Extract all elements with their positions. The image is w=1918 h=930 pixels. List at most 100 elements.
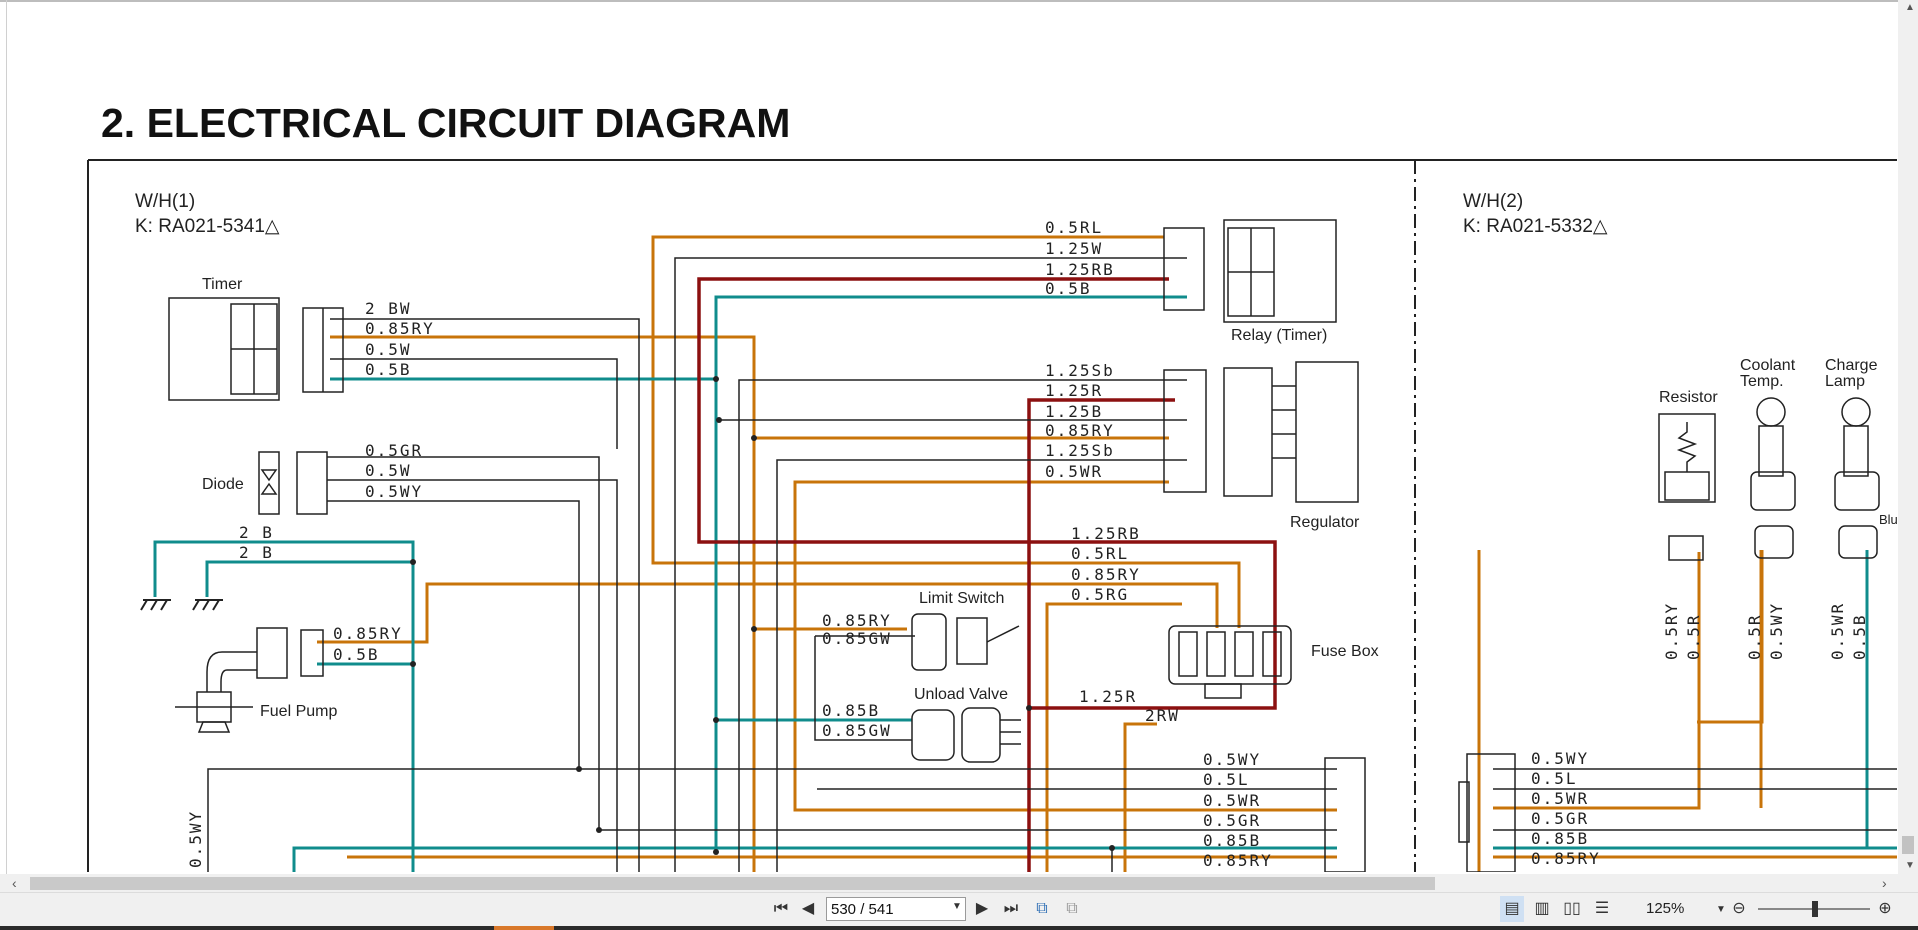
- scroll-right-icon[interactable]: ›: [1882, 875, 1887, 891]
- wire-label: 1.25Sb: [1045, 441, 1115, 460]
- pdf-page: 2. ELECTRICAL CIRCUIT DIAGRAM W/H(1) K: …: [7, 2, 1897, 872]
- zoom-dropdown-icon[interactable]: ▼: [1716, 904, 1726, 915]
- two-page-view-icon[interactable]: ▯▯: [1563, 900, 1581, 917]
- page-number-field[interactable]: 530 / 541: [826, 897, 966, 921]
- charge-lamp-component: [1834, 397, 1880, 559]
- fuse-box-component: [1168, 625, 1292, 699]
- taskbar-accent: [494, 926, 554, 930]
- wire-label: 0.85RY: [1531, 849, 1601, 868]
- wire-label: 0.5W: [365, 340, 412, 359]
- next-page-icon[interactable]: ▶: [975, 900, 989, 917]
- wire-black-sb: [738, 379, 1187, 872]
- scroll-up-icon[interactable]: ▲: [1905, 2, 1915, 13]
- wire-label: 2 B: [239, 543, 274, 562]
- viewer-left-border: [6, 0, 7, 874]
- wire-cyan-bottom: [292, 846, 1337, 872]
- wire-label: 0.5B: [365, 360, 412, 379]
- wire-orange-2rw: [1123, 722, 1157, 872]
- continuous-view-icon[interactable]: ▥: [1534, 900, 1550, 917]
- diode-component: [258, 451, 328, 515]
- wire-label: 0.85B: [822, 701, 880, 720]
- last-page-icon[interactable]: ⏭: [1003, 900, 1019, 917]
- wire-label: 0.5WY: [1767, 602, 1786, 660]
- scroll-left-icon[interactable]: ‹: [12, 875, 17, 891]
- wire-label: 1.25Sb: [1045, 361, 1115, 380]
- wire-label: 1.25B: [1045, 402, 1103, 421]
- fuse-box-wire-labels: 1.25RB 0.5RL 0.85RY 0.5RG: [1071, 524, 1141, 604]
- wire-label: 2 B: [239, 523, 274, 542]
- two-page-continuous-icon[interactable]: ☰: [1594, 900, 1610, 917]
- previous-page-icon[interactable]: ◀: [801, 900, 815, 917]
- scroll-down-icon[interactable]: ▼: [1905, 860, 1915, 871]
- document-viewport: 2. ELECTRICAL CIRCUIT DIAGRAM W/H(1) K: …: [0, 0, 1918, 874]
- wire-black-diode-wy: [327, 500, 580, 769]
- wire-label: 0.5RY: [1662, 602, 1681, 660]
- single-page-view-icon[interactable]: ▤: [1500, 896, 1524, 922]
- wire-label: 0.5W: [365, 461, 412, 480]
- wire-label: 0.5WY: [365, 482, 423, 501]
- wire-label: 0.85B: [1531, 829, 1589, 848]
- wire-cyan-relay-b: [714, 295, 1187, 852]
- wire-orange-charge: [1493, 552, 1701, 810]
- fuse-bottom-wire-labels: 1.25R 2RW: [1079, 687, 1178, 725]
- wire-orange-fuelpump: [317, 582, 1219, 644]
- fuel-pump-component: [175, 627, 324, 733]
- wire-orange-relay: [651, 235, 1241, 628]
- rotate-page-icon[interactable]: ⧉: [1036, 900, 1048, 917]
- vertical-scrollbar[interactable]: [1898, 0, 1918, 874]
- relay-timer-component: [1163, 219, 1337, 323]
- limit-switch-label: Limit Switch: [919, 590, 1004, 607]
- wire-label: 0.85RY: [1045, 421, 1115, 440]
- wire-label: 0.5L: [1203, 770, 1250, 789]
- circuit-diagram: W/H(1) K: RA021-5341△ W/H(2) K: RA021-53…: [87, 159, 1897, 872]
- zoom-level[interactable]: 125%: [1646, 900, 1685, 917]
- left-vertical-label: 0.5WY: [186, 810, 205, 868]
- wire-label: 0.5WR: [1828, 602, 1847, 660]
- charge-label-1: Charge: [1825, 357, 1878, 374]
- page-dropdown-icon[interactable]: ▼: [952, 901, 962, 912]
- bottom-connector-wire-labels: 0.5WY 0.5L 0.5WR 0.5GR 0.85B 0.85RY: [1203, 750, 1273, 870]
- wire-black-unload-gw: [814, 636, 912, 741]
- wire-label: 0.5B: [1045, 279, 1092, 298]
- zoom-in-icon[interactable]: ⊕: [1878, 900, 1892, 917]
- charge-label-2: Lamp: [1825, 373, 1865, 390]
- viewer-top-border: [0, 0, 1918, 2]
- zoom-out-icon[interactable]: ⊖: [1732, 900, 1746, 917]
- fuel-pump-label: Fuel Pump: [260, 703, 337, 720]
- wire-label: 0.85RY: [822, 611, 892, 630]
- wire-label: 1.25RB: [1071, 524, 1141, 543]
- wire-label: 0.85GW: [822, 721, 892, 740]
- relay-timer-label: Relay (Timer): [1231, 327, 1327, 344]
- wire-label: 0.5WR: [1531, 789, 1589, 808]
- relay-wire-labels: 0.5RL 1.25W 1.25RB 0.5B: [1045, 218, 1115, 298]
- wire-label: 0.5WY: [1203, 750, 1261, 769]
- wire-label: 0.85RY: [333, 624, 403, 643]
- wire-label: 0.5GR: [365, 441, 423, 460]
- wire-orange-timer: [330, 335, 756, 872]
- bottom-connector-wh1: [1324, 757, 1366, 872]
- diode-wire-labels: 0.5GR 0.5W 0.5WY: [365, 441, 423, 501]
- wire-label: 0.85RY: [1203, 851, 1273, 870]
- regulator-wire-labels: 1.25Sb 1.25R 1.25B 0.85RY 1.25Sb 0.5WR: [1045, 361, 1115, 481]
- copy-page-icon[interactable]: ⧉: [1066, 900, 1078, 917]
- wire-black-bw: [330, 318, 640, 872]
- zoom-slider-thumb[interactable]: [1812, 901, 1818, 917]
- wire-label: 0.5B: [1850, 613, 1869, 660]
- wire-label: 1.25W: [1045, 239, 1103, 258]
- connector-wh2: [1458, 753, 1516, 872]
- wh2-code: K: RA021-5332△: [1463, 216, 1608, 237]
- wire-label: 1.25RB: [1045, 260, 1115, 279]
- horizontal-scroll-thumb[interactable]: [30, 877, 1435, 890]
- vertical-scroll-thumb[interactable]: [1902, 836, 1914, 854]
- unload-valve-label: Unload Valve: [914, 686, 1008, 703]
- wire-cyan-ground-2: [205, 560, 413, 597]
- wire-label: 0.5WR: [1203, 791, 1261, 810]
- coolant-temp-component: [1750, 397, 1796, 559]
- wire-black-w: [330, 358, 618, 449]
- first-page-icon[interactable]: ⏮: [773, 900, 789, 917]
- unload-valve-wire-labels: 0.85B 0.85GW: [822, 701, 892, 740]
- diode-label: Diode: [202, 476, 244, 493]
- timer-wire-labels: 2 BW 0.85RY 0.5W 0.5B: [365, 299, 433, 379]
- regulator-component: [1163, 361, 1359, 503]
- wire-orange-rg: [1045, 602, 1182, 872]
